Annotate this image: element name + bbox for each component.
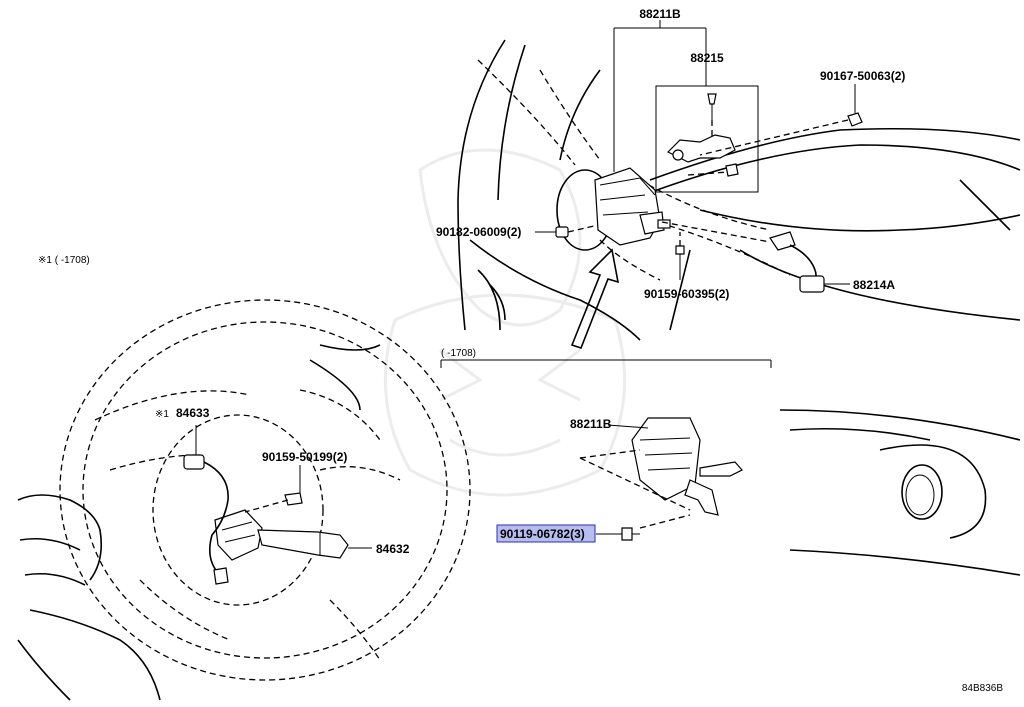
vehicle-lower-right-outline	[779, 409, 1021, 576]
bracket-88215-group	[655, 85, 759, 193]
callout-90159-60395[interactable]: 90159-60395(2)	[644, 287, 729, 301]
switch-84632-assembly	[214, 509, 372, 561]
watermark-emblem	[383, 148, 627, 497]
callout-90167-50063[interactable]: 90167-50063(2)	[820, 69, 905, 83]
callout-84633[interactable]: 84633	[176, 406, 210, 420]
highlight-90119-06782	[496, 524, 596, 543]
note-mark-84633: ※1	[155, 409, 169, 420]
hand-outline	[17, 494, 161, 701]
direction-arrow	[570, 248, 620, 349]
bracket-88211B-top-lines	[613, 20, 707, 172]
screw-90159-60395	[675, 232, 685, 280]
callout-90119-06782[interactable]: 90119-06782(3)	[500, 527, 585, 541]
range-box-label: ( -1708)	[441, 348, 476, 359]
callout-90159-50199[interactable]: 90159-50199(2)	[262, 450, 347, 464]
steering-wheel	[59, 299, 471, 681]
callout-84632[interactable]: 84632	[376, 542, 410, 556]
callout-88215[interactable]: 88215	[690, 51, 724, 65]
callout-88211B-bottom[interactable]: 88211B	[570, 417, 612, 431]
range-box-bracket	[440, 359, 772, 368]
harness-84633	[183, 425, 229, 585]
callout-88214A[interactable]: 88214A	[853, 278, 895, 292]
screw-90159-50199	[244, 465, 303, 513]
bolt-90167	[699, 84, 863, 156]
bolt-90119	[596, 527, 640, 541]
callout-88211B-top[interactable]: 88211B	[639, 7, 681, 21]
note-range-1708: ※1 ( -1708)	[38, 255, 90, 266]
radar-sensor-top	[556, 167, 671, 251]
radar-sensor-bottom	[579, 417, 743, 529]
illustration-code: 84B836B	[962, 683, 1003, 694]
connector-88214A	[661, 221, 850, 293]
callout-90182-06009[interactable]: 90182-06009(2)	[436, 225, 521, 239]
vehicle-front-outline	[457, 39, 1021, 341]
nut-90182	[535, 224, 599, 238]
